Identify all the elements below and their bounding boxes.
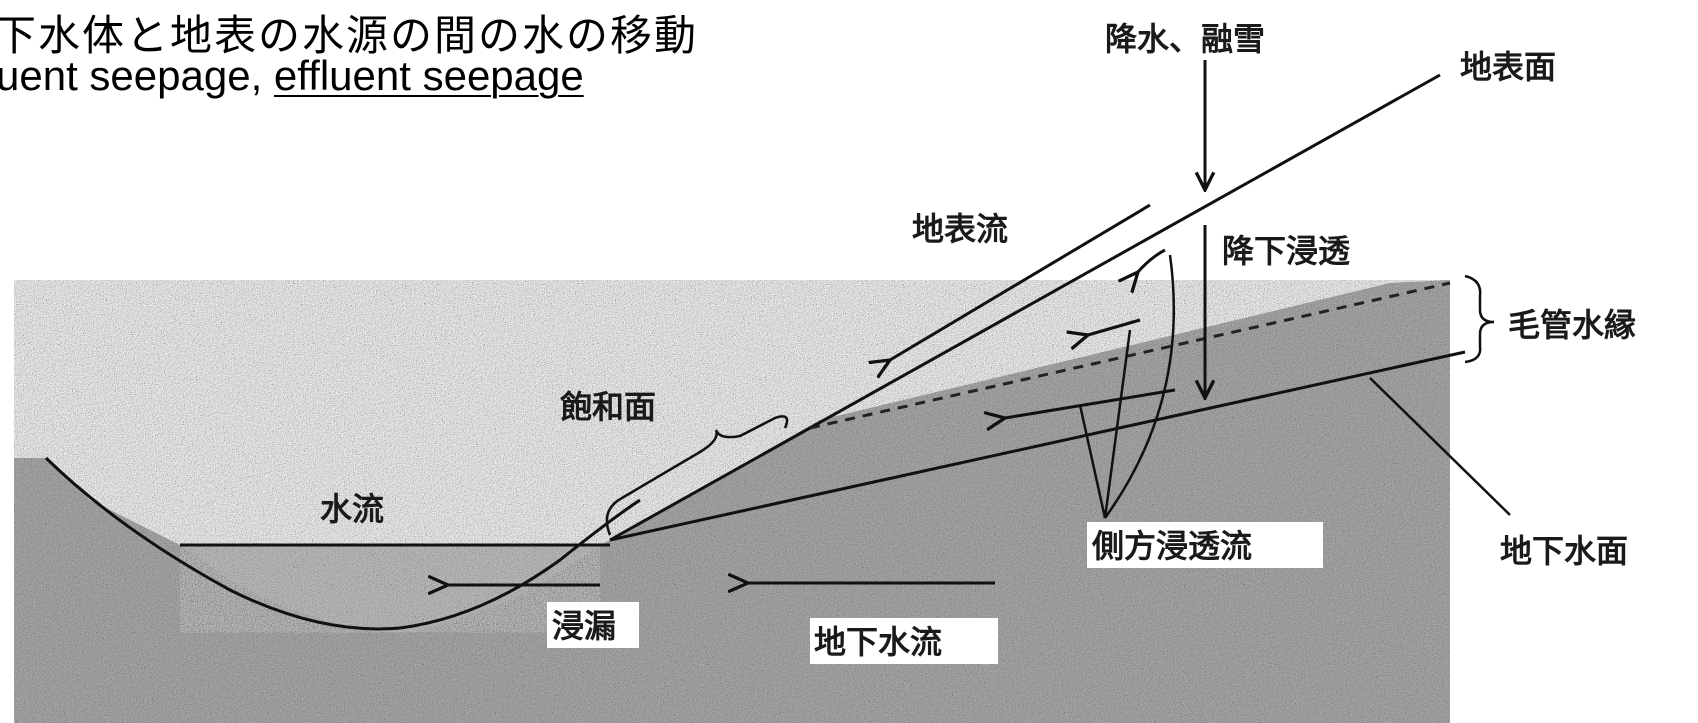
- label-lateral-flow: 側方浸透流: [1091, 527, 1252, 565]
- label-stream: 水流: [320, 490, 384, 528]
- lateral-pointer-lines: [1078, 254, 1176, 519]
- lateral-arrow-3: [1138, 248, 1166, 272]
- label-surface-flow: 地表流: [912, 210, 1008, 248]
- ground-surface-line: [609, 73, 1441, 542]
- slide-title-line1: 下水体と地表の水源の間の水の移動: [0, 12, 699, 59]
- stream-bed-line: [44, 456, 641, 631]
- slide-title-line2: uent seepage, effluent seepage: [0, 52, 584, 100]
- label-infiltration: 降下浸透: [1222, 232, 1350, 270]
- water-table-pointer: [1369, 377, 1511, 516]
- stream-water: [180, 545, 600, 633]
- lateral-arrow-2: [1088, 318, 1141, 335]
- title-underlined-term: effluent seepage: [273, 52, 584, 99]
- soil-body: [14, 280, 1450, 723]
- water-table-line: [609, 350, 1466, 542]
- label-water-table: 地下水面: [1500, 532, 1628, 570]
- lateral-arrow-1: [1005, 388, 1176, 418]
- capillary-brace: [1464, 274, 1495, 364]
- label-saturation-surface: 飽和面: [560, 388, 656, 426]
- title-plain-text: uent seepage,: [0, 52, 274, 99]
- saturation-brace: [605, 415, 789, 536]
- label-capillary-fringe: 毛管水縁: [1508, 306, 1636, 344]
- label-ground-surface: 地表面: [1460, 48, 1556, 86]
- label-groundwater-flow: 地下水流: [814, 623, 942, 661]
- capillary-fringe-line: [809, 281, 1451, 430]
- label-precipitation: 降水、融雪: [1105, 20, 1265, 58]
- label-seepage: 浸漏: [552, 607, 616, 645]
- surface-flow-arrow: [890, 203, 1151, 360]
